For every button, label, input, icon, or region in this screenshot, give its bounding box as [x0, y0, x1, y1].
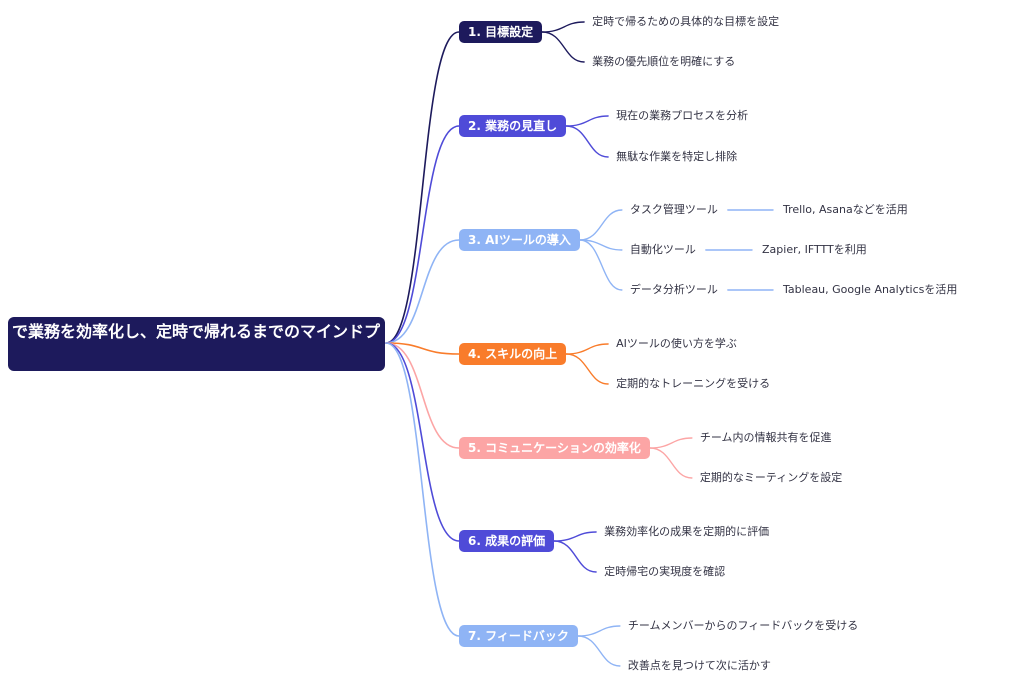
leaf-node[interactable]: 定期的なミーティングを設定: [699, 471, 843, 484]
branch-node-5[interactable]: 5. コミュニケーションの効率化: [459, 437, 650, 459]
root-node[interactable]: で業務を効率化し、定時で帰れるまでのマインドプ: [8, 317, 385, 371]
branch-leaf-link-1-2: [541, 31, 585, 63]
branch-leaf-link-7-2: [577, 635, 621, 667]
leaf-node[interactable]: 自動化ツール: [629, 243, 696, 256]
branch-leaf-link-5-2: [649, 447, 693, 479]
branch-leaf-link-2-1: [565, 115, 609, 127]
branch-leaf-link-2-2: [565, 125, 609, 158]
branch-leaf-link-3-3: [579, 239, 623, 291]
leaf-node[interactable]: タスク管理ツール: [629, 203, 718, 216]
branch-leaf-link-3-1: [579, 209, 623, 241]
leaf-node[interactable]: 業務効率化の成果を定期的に評価: [604, 525, 770, 538]
root-branch-link-4: [385, 342, 460, 355]
root-branch-link-5: [385, 342, 460, 449]
leaf-node[interactable]: 現在の業務プロセスを分析: [616, 109, 749, 122]
leaf-node[interactable]: 定時帰宅の実現度を確認: [604, 565, 726, 578]
leaf-node[interactable]: 定時で帰るための具体的な目標を設定: [592, 15, 780, 28]
sub-leaf-node[interactable]: Tableau, Google Analyticsを活用: [783, 283, 958, 296]
branch-leaf-link-6-2: [553, 540, 597, 573]
leaf-node[interactable]: AIツールの使い方を学ぶ: [616, 337, 737, 350]
branch-node-4[interactable]: 4. スキルの向上: [459, 343, 567, 365]
leaf-node[interactable]: チーム内の情報共有を促進: [699, 431, 832, 444]
branch-node-1[interactable]: 1. 目標設定: [459, 21, 543, 43]
branch-leaf-link-1-1: [541, 21, 585, 33]
branch-node-3[interactable]: 3. AIツールの導入: [459, 229, 580, 251]
leaf-node[interactable]: 改善点を見つけて次に活かす: [627, 659, 771, 672]
root-branch-link-3: [385, 239, 460, 344]
leaf-node[interactable]: データ分析ツール: [629, 283, 718, 296]
branch-leaf-link-4-1: [565, 343, 609, 355]
branch-leaf-link-4-2: [565, 353, 609, 385]
branch-node-7[interactable]: 7. フィードバック: [459, 625, 578, 647]
sub-leaf-node[interactable]: Zapier, IFTTTを利用: [762, 243, 867, 256]
sub-leaf-node[interactable]: Trello, Asanaなどを活用: [783, 203, 908, 216]
branch-leaf-link-6-1: [553, 531, 597, 542]
root-branch-link-2: [385, 125, 460, 344]
branch-node-2[interactable]: 2. 業務の見直し: [459, 115, 567, 137]
branch-leaf-link-5-1: [649, 437, 693, 449]
leaf-node[interactable]: 定期的なトレーニングを受ける: [616, 377, 771, 390]
leaf-node[interactable]: 業務の優先順位を明確にする: [592, 55, 736, 68]
root-branch-link-7: [385, 342, 460, 637]
branch-leaf-link-7-1: [577, 625, 621, 637]
branch-node-6[interactable]: 6. 成果の評価: [459, 530, 555, 552]
leaf-node[interactable]: チームメンバーからのフィードバックを受ける: [627, 619, 859, 632]
root-branch-link-6: [385, 342, 460, 542]
root-branch-link-1: [385, 31, 460, 344]
leaf-node[interactable]: 無駄な作業を特定し排除: [616, 150, 738, 163]
